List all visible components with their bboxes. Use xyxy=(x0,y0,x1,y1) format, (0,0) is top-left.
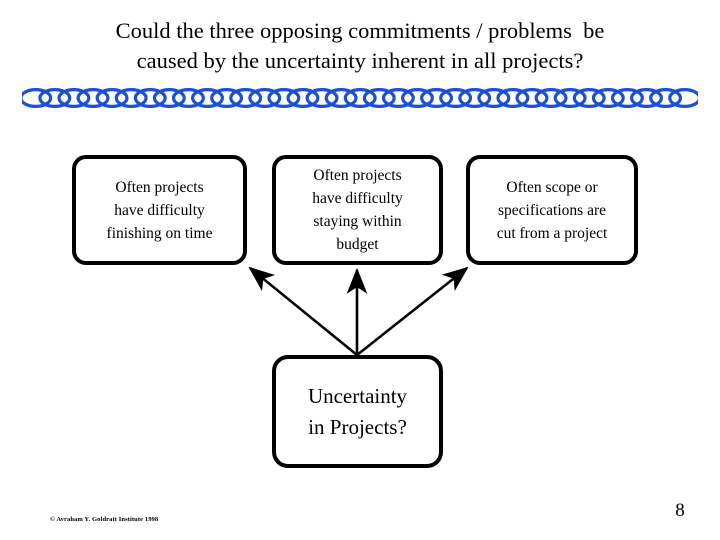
chain-link xyxy=(76,88,110,108)
node-budget-line-2: have difficulty xyxy=(312,190,403,207)
node-time-line-3: finishing on time xyxy=(106,224,213,242)
chain-link xyxy=(191,88,224,108)
node-scope-text: Often scope or specifications are cut fr… xyxy=(470,176,634,245)
node-often-scope-cut[interactable]: Often scope or specifications are cut fr… xyxy=(466,155,638,265)
chain-link xyxy=(381,88,415,108)
chain-link xyxy=(171,88,205,108)
chain-link xyxy=(38,88,72,108)
chain-link xyxy=(210,88,244,108)
node-budget-line-3: staying within xyxy=(313,213,402,230)
node-scope-line-2: specifications are xyxy=(497,201,606,219)
node-uncertainty-line-1: Uncertainty xyxy=(307,383,408,408)
node-uncertainty-text: Uncertainty in Projects? xyxy=(276,381,439,443)
node-uncertainty-line-2: in Projects? xyxy=(308,414,407,439)
node-often-projects-finish-late[interactable]: Often projects have difficulty finishing… xyxy=(72,155,247,265)
chain-link xyxy=(534,88,568,108)
node-budget-line-1: Often projects xyxy=(313,167,402,184)
slide-title-line-1: Could the three opposing commitments / p… xyxy=(115,18,605,43)
chain-link xyxy=(362,88,396,108)
node-budget-text: Often projects have difficulty staying w… xyxy=(276,164,439,256)
chain-link xyxy=(629,88,663,108)
node-time-line-1: Often projects xyxy=(115,178,204,196)
chain-link xyxy=(324,88,358,108)
node-often-projects-over-budget[interactable]: Often projects have difficulty staying w… xyxy=(272,155,443,265)
chain-link xyxy=(649,88,683,108)
chain-link xyxy=(458,88,492,108)
chain-link xyxy=(439,88,473,108)
node-scope-line-1: Often scope or xyxy=(506,178,598,196)
chain-link xyxy=(95,88,129,108)
node-uncertainty-in-projects[interactable]: Uncertainty in Projects? xyxy=(272,355,443,468)
chain-link-divider xyxy=(22,86,698,110)
chain-link-divider-graphic xyxy=(22,88,698,108)
chain-link xyxy=(515,88,549,108)
node-scope-line-3: cut from a project xyxy=(496,224,608,242)
chain-link xyxy=(668,88,698,108)
chain-link xyxy=(286,88,320,108)
chain-link xyxy=(572,88,606,108)
slide-title-line-2: caused by the uncertainty inherent in al… xyxy=(136,48,584,73)
chain-link xyxy=(553,88,587,108)
slide-title: Could the three opposing commitments / p… xyxy=(18,16,702,76)
copyright-notice: © Avraham Y. Goldratt Institute 1998 xyxy=(50,516,159,523)
page-number: 8 xyxy=(675,500,685,521)
chain-link xyxy=(267,88,301,108)
chain-link xyxy=(152,88,186,108)
arrow-to-time xyxy=(248,266,358,357)
chain-link xyxy=(57,88,91,108)
chain-link xyxy=(22,88,53,108)
node-budget-line-4: budget xyxy=(336,236,379,253)
arrow-to-scope xyxy=(356,266,469,357)
chain-link xyxy=(248,88,282,108)
chain-link xyxy=(610,88,644,108)
chain-link xyxy=(229,88,263,108)
chain-link xyxy=(420,88,454,108)
chain-link xyxy=(591,88,625,108)
chain-link xyxy=(133,88,167,108)
node-time-line-2: have difficulty xyxy=(114,201,205,219)
chain-link xyxy=(400,88,434,108)
chain-link xyxy=(343,88,377,108)
chain-link xyxy=(477,88,511,108)
chain-link xyxy=(114,88,148,108)
chain-link xyxy=(496,88,530,108)
chain-link xyxy=(305,88,339,108)
node-time-text: Often projects have difficulty finishing… xyxy=(76,176,243,245)
